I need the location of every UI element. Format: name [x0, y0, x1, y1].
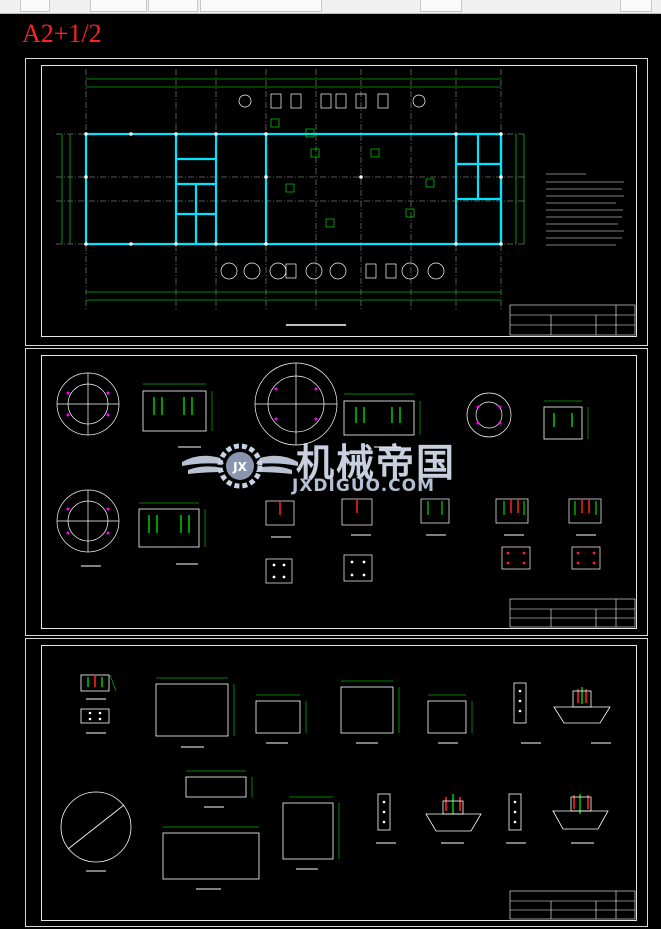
sheet-size-label: A2+1/2 — [22, 19, 102, 48]
foundation-plan-drawing — [56, 69, 636, 336]
title-block-plan — [509, 304, 636, 336]
drawing-sheet-section-details-1 — [25, 348, 648, 636]
viewer-toolbar — [0, 0, 661, 14]
toolbar-tab[interactable] — [420, 0, 462, 12]
watermark-logo-icon: JX — [182, 443, 298, 489]
watermark-logo-text: JX — [232, 460, 247, 474]
drawing-frame — [41, 65, 637, 337]
toolbar-tab[interactable] — [200, 0, 322, 12]
drawing-frame — [41, 645, 637, 921]
title-block-sections-1 — [509, 598, 636, 628]
section-details-drawing-1 — [56, 362, 636, 628]
section-details-drawing-2 — [60, 674, 636, 920]
title-block-sections-2 — [509, 890, 636, 920]
watermark-site: JXDIGUO.COM — [292, 476, 436, 496]
watermark: JX 机械帝国 JXDIGUO.COM — [180, 432, 480, 502]
toolbar-tab[interactable] — [20, 0, 50, 12]
drawing-frame — [41, 355, 637, 629]
drawing-sheet-foundation-plan — [25, 58, 648, 346]
toolbar-tab[interactable] — [90, 0, 147, 12]
watermark-name: 机械帝国 — [296, 441, 457, 485]
drawing-sheet-section-details-2 — [25, 638, 648, 927]
toolbar-tab[interactable] — [148, 0, 198, 12]
toolbar-tab[interactable] — [620, 0, 652, 12]
